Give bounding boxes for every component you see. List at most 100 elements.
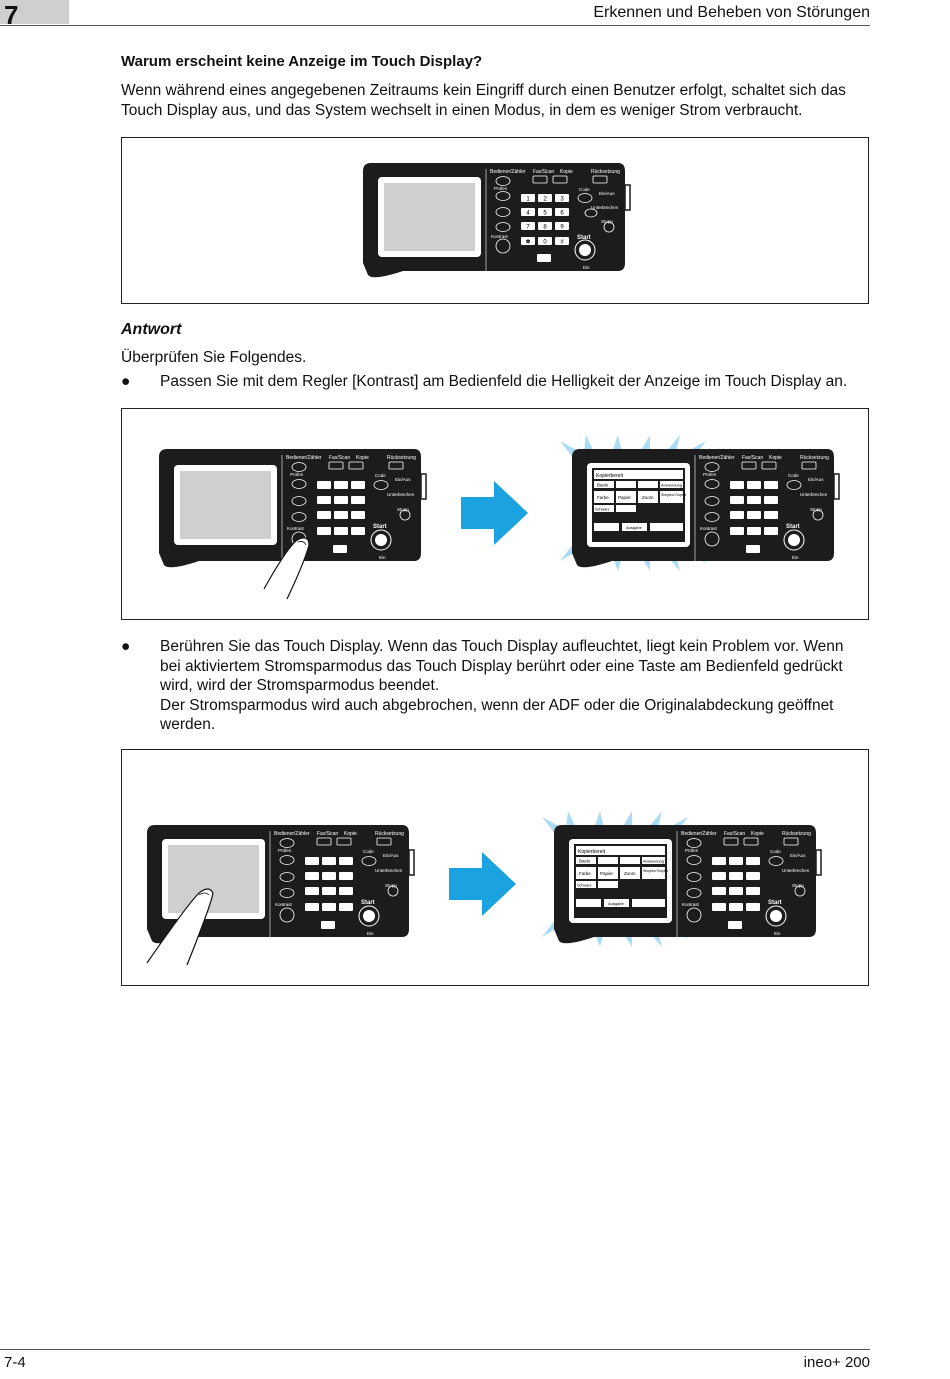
svg-text:Code: Code [363, 849, 374, 854]
figure-contrast-adjust: Bediener/Zähler Fax/Scan Kopie Rücksetzu… [121, 408, 869, 620]
svg-text:Bediener/Zähler: Bediener/Zähler [286, 455, 322, 461]
svg-text:Papier: Papier [618, 495, 632, 500]
svg-text:Papier: Papier [600, 871, 614, 876]
svg-text:Schwarz: Schwarz [577, 884, 592, 888]
svg-text:Simplex/ Duplex: Simplex/ Duplex [643, 869, 669, 873]
svg-text:Kontrast: Kontrast [275, 902, 293, 907]
svg-text:Unterbrechen: Unterbrechen [782, 868, 810, 873]
bullet-symbol: ● [121, 638, 131, 655]
svg-text:Zoom: Zoom [642, 495, 654, 500]
svg-text:3: 3 [560, 197, 564, 203]
svg-text:Stopp: Stopp [792, 883, 804, 888]
svg-text:6: 6 [560, 211, 564, 217]
svg-text:Kontrast: Kontrast [682, 902, 700, 907]
bullet-text-2-note: Der Stromsparmodus wird auch abgebrochen… [160, 696, 834, 734]
page-number: 7-4 [4, 1354, 26, 1371]
svg-text:0: 0 [543, 240, 547, 246]
touch-illustration: Bediener/Zähler Fax/Scan Kopie Rücksetzu… [146, 811, 822, 966]
finger-icon [263, 537, 310, 600]
svg-text:Ein: Ein [367, 931, 374, 936]
svg-text:Anwendung: Anwendung [661, 483, 682, 488]
svg-text:4: 4 [526, 211, 530, 217]
keypad [521, 194, 569, 262]
svg-text:Ein/Aus: Ein/Aus [790, 853, 806, 858]
svg-text:Kopierbereit: Kopierbereit [578, 849, 606, 855]
svg-text:Farbe: Farbe [597, 495, 609, 500]
product-name: ineo+ 200 [803, 1354, 870, 1371]
svg-text:Prüfen: Prüfen [685, 848, 699, 853]
label-bediener: Bediener/Zähler [490, 169, 526, 175]
svg-text:Kopie: Kopie [356, 455, 369, 461]
svg-text:Fax/Scan: Fax/Scan [742, 455, 763, 461]
header-divider [0, 25, 870, 26]
label-pruefen: Prüfen [494, 186, 508, 191]
svg-text:Unterbrechen: Unterbrechen [800, 492, 828, 497]
control-panel-lit: Kopierbereit Basis Anwendung Farbe Papie… [560, 435, 840, 571]
svg-text:Rücksetzung: Rücksetzung [375, 831, 404, 837]
svg-text:Bediener/Zähler: Bediener/Zähler [699, 455, 735, 461]
arrow-right-icon [449, 852, 516, 916]
question-text: Wenn während eines angegebenen Zeitraums… [121, 82, 846, 119]
svg-text:Code: Code [788, 473, 799, 478]
svg-text:Kopie: Kopie [344, 831, 357, 837]
svg-text:Kontrast: Kontrast [700, 526, 718, 531]
svg-text:Kontrast: Kontrast [287, 526, 305, 531]
svg-text:Rücksetzung: Rücksetzung [387, 455, 416, 461]
svg-text:Unterbrechen: Unterbrechen [375, 868, 403, 873]
label-ein: Ein [583, 265, 590, 270]
svg-text:Rücksetzung: Rücksetzung [800, 455, 829, 461]
svg-text:Fax/Scan: Fax/Scan [329, 455, 350, 461]
svg-text:#: # [560, 240, 564, 246]
label-start: Start [577, 235, 591, 241]
svg-text:Anwendung: Anwendung [643, 859, 664, 864]
footer-divider [0, 1349, 870, 1350]
svg-text:8: 8 [543, 225, 547, 231]
header-title: Erkennen und Beheben von Störungen [593, 4, 870, 21]
svg-text:Bediener/Zähler: Bediener/Zähler [274, 831, 310, 837]
label-ein-aus: Ein/Aus [599, 191, 615, 196]
svg-text:Basis: Basis [597, 483, 609, 488]
svg-text:Ein/Aus: Ein/Aus [395, 477, 411, 482]
chapter-number: 7 [4, 0, 19, 30]
svg-text:Kopie: Kopie [751, 831, 764, 837]
contrast-illustration: Bediener/Zähler Fax/Scan Kopie Rücksetzu… [159, 435, 840, 600]
svg-text:Kopie: Kopie [769, 455, 782, 461]
bullet-text-2-main: Berühren Sie das Touch Display. Wenn das… [160, 638, 844, 694]
question-heading: Warum erscheint keine Anzeige im Touch D… [121, 53, 483, 70]
svg-text:Ausgabe: Ausgabe [626, 525, 643, 530]
svg-text:Start: Start [361, 900, 375, 906]
svg-text:Basis: Basis [579, 859, 591, 864]
svg-text:Start: Start [373, 524, 387, 530]
answer-intro: Überprüfen Sie Folgendes. [121, 349, 307, 366]
svg-text:Ein: Ein [774, 931, 781, 936]
svg-text:Code: Code [770, 849, 781, 854]
label-fax-scan: Fax/Scan [533, 169, 554, 175]
svg-text:✱: ✱ [525, 239, 530, 246]
label-ruecksetzung: Rücksetzung [591, 169, 620, 175]
svg-text:Stopp: Stopp [810, 507, 822, 512]
svg-text:Fax/Scan: Fax/Scan [724, 831, 745, 837]
svg-text:Bediener/Zähler: Bediener/Zähler [681, 831, 717, 837]
figure-touch-display: Bediener/Zähler Fax/Scan Kopie Rücksetzu… [121, 749, 869, 986]
label-stopp: Stopp [601, 219, 613, 224]
label-kopie: Kopie [560, 169, 573, 175]
svg-text:5: 5 [543, 211, 547, 217]
svg-text:Simplex/ Duplex: Simplex/ Duplex [661, 493, 687, 497]
svg-text:Fax/Scan: Fax/Scan [317, 831, 338, 837]
svg-text:Rücksetzung: Rücksetzung [782, 831, 811, 837]
svg-text:Kopierbereit: Kopierbereit [596, 473, 624, 479]
bullet-item-1: ● Passen Sie mit dem Regler [Kontrast] a… [121, 372, 866, 392]
svg-text:Start: Start [786, 524, 800, 530]
svg-text:Prüfen: Prüfen [290, 472, 304, 477]
figure-panel-off: Bediener/Zähler Fax/Scan Kopie Rücksetzu… [121, 137, 869, 304]
control-panel-illustration: Bediener/Zähler Fax/Scan Kopie Rücksetzu… [363, 163, 631, 278]
svg-text:9: 9 [560, 225, 564, 231]
answer-heading: Antwort [121, 321, 182, 338]
label-kontrast: Kontrast [491, 234, 509, 239]
finger-icon [146, 888, 214, 966]
svg-text:Ein: Ein [792, 555, 799, 560]
svg-text:Ein/Aus: Ein/Aus [383, 853, 399, 858]
svg-text:Stopp: Stopp [397, 507, 409, 512]
label-unterbrechen: Unterbrechen [591, 205, 619, 210]
arrow-right-icon [461, 481, 528, 545]
